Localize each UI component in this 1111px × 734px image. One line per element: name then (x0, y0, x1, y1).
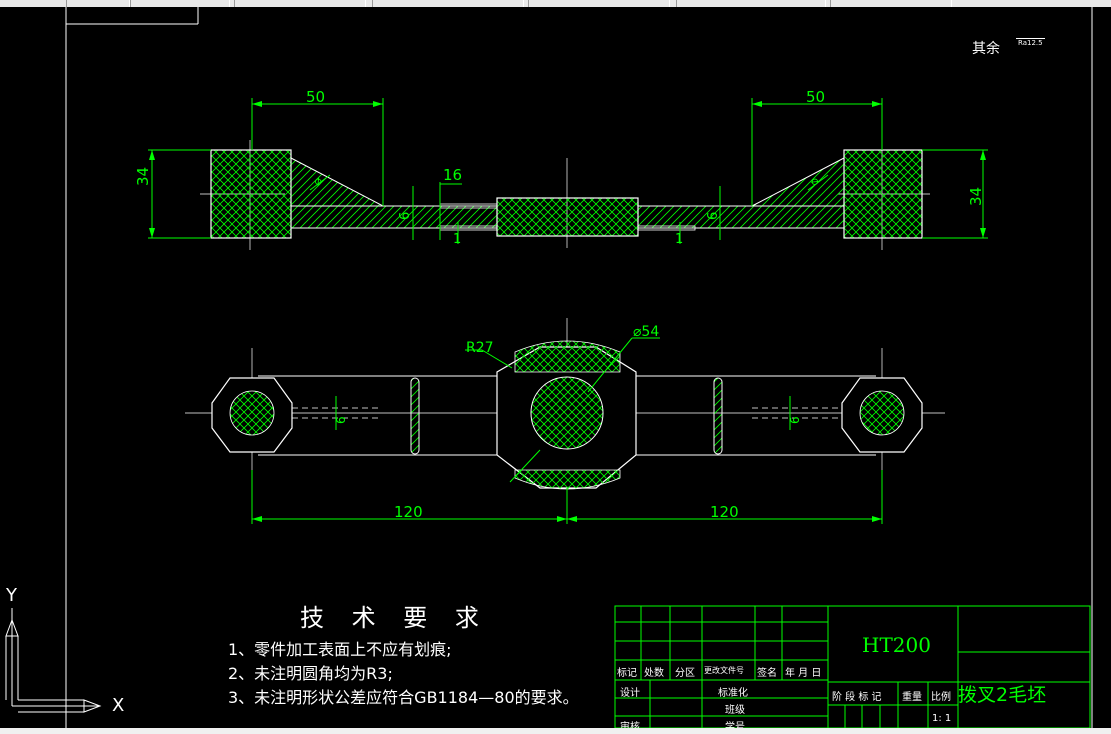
toolbar-field[interactable] (372, 0, 524, 7)
tb-signature: 签名 (757, 668, 777, 679)
tb-review: 审核 (620, 718, 640, 733)
plan-dim-6-left: 6 (334, 416, 348, 424)
tb-mark: 标记 (617, 668, 637, 679)
tb-design: 设计 (620, 688, 640, 699)
plan-view (185, 318, 945, 510)
toolbar-field[interactable] (66, 0, 130, 7)
dim-34-left: 34 (134, 166, 152, 186)
tb-zone: 分区 (675, 668, 695, 679)
tb-weight: 重量 (902, 692, 922, 703)
toolbar-field[interactable] (130, 0, 230, 7)
front-dimensions (148, 98, 988, 244)
front-view (200, 140, 930, 250)
dim-1-left: 1 (453, 232, 462, 247)
material-text: HT200 (862, 633, 931, 657)
plan-dim-6-right: 6 (788, 416, 802, 424)
command-line-strip[interactable] (0, 728, 1111, 734)
dim-120-right: 120 (710, 503, 739, 521)
dim-50-right: 50 (806, 88, 826, 106)
dim-1-right: 1 (675, 232, 684, 247)
dim-d54: ⌀54 (633, 324, 660, 340)
toolbar-field[interactable] (528, 0, 670, 7)
tb-standardize: 标准化 (718, 688, 748, 699)
tech-req-item-3: 3、未注明形状公差应符合GB1184—80的要求。 (228, 688, 579, 707)
dim-6-left: 6 (398, 211, 413, 220)
dim-120-left: 120 (394, 503, 423, 521)
ucs-y-label: Y (6, 585, 17, 606)
tech-req-item-2: 2、未注明圆角均为R3; (228, 664, 393, 683)
part-name: 拨叉2毛坯 (958, 684, 1047, 706)
toolbar-field[interactable] (830, 0, 952, 7)
tb-student-no: 学号 (725, 718, 745, 733)
dim-6-right: 6 (706, 211, 721, 220)
tb-count: 处数 (644, 668, 664, 679)
dim-16: 16 (443, 166, 463, 184)
surface-note: 其余 (972, 41, 1000, 57)
dim-50-left: 50 (306, 88, 326, 106)
drawing-frame (65, 7, 1093, 728)
title-block (614, 605, 1091, 729)
toolbar-field[interactable] (676, 0, 826, 7)
ucs-icon (5, 608, 102, 713)
toolbar-field[interactable] (234, 0, 366, 7)
roughness-symbol: Ra12.5 (1016, 38, 1045, 47)
tb-change-doc: 更改文件号 (704, 666, 744, 675)
dim-34-right: 34 (967, 186, 985, 206)
tb-class: 班级 (725, 705, 745, 716)
dim-arrows (149, 101, 986, 238)
tb-scale: 1: 1 (932, 713, 952, 724)
tech-req-item-1: 1、零件加工表面上不应有划痕; (228, 640, 452, 659)
tb-date: 年 月 日 (785, 668, 822, 679)
tb-stage-mark: 阶 段 标 记 (832, 692, 882, 703)
tb-ratio: 比例 (931, 692, 951, 703)
tech-req-title: 技 术 要 求 (300, 604, 489, 632)
dim-r27: R27 (466, 340, 494, 356)
ucs-x-label: X (112, 695, 125, 716)
toolbar-strip (0, 0, 1111, 7)
